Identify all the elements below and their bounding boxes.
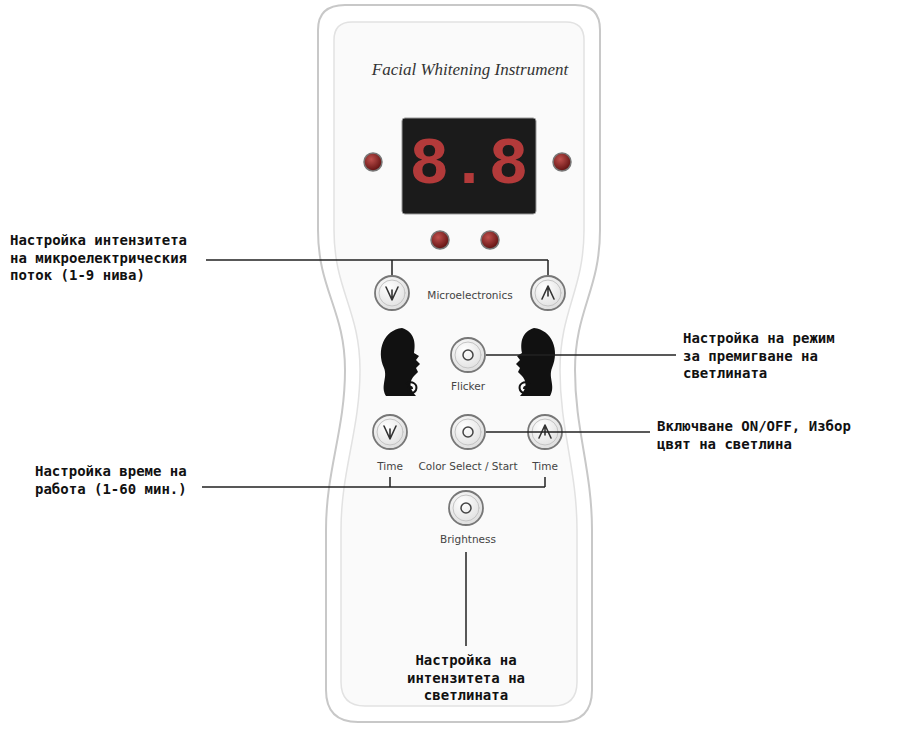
device-title: Facial Whitening Instrument [372,60,568,80]
led-display [402,118,536,214]
callout-text: Включване ON/OFF, Избор цвят на светлина [657,418,852,453]
callout-text: Настройка на интензитета на светлината [391,652,541,705]
button-label: Flicker [451,380,485,392]
leader-lines [202,260,676,646]
display-digits: 8.8 [410,133,529,199]
button-label: Microelectronics [427,289,512,301]
device-housing [318,5,600,722]
button-label: Time [377,460,403,472]
button-label: Brightness [440,533,496,545]
button-label: Time [532,460,558,472]
device-panel [334,22,584,706]
callout-text: Настройка интензитета на микроелектричес… [10,232,200,285]
callout-text: Настройка на режим за премигване на свет… [683,330,848,383]
face-silhouettes [381,328,555,396]
callout-text: Настройка време на работа (1-60 мин.) [35,463,197,498]
button-label: Color Select / Start [418,460,517,472]
